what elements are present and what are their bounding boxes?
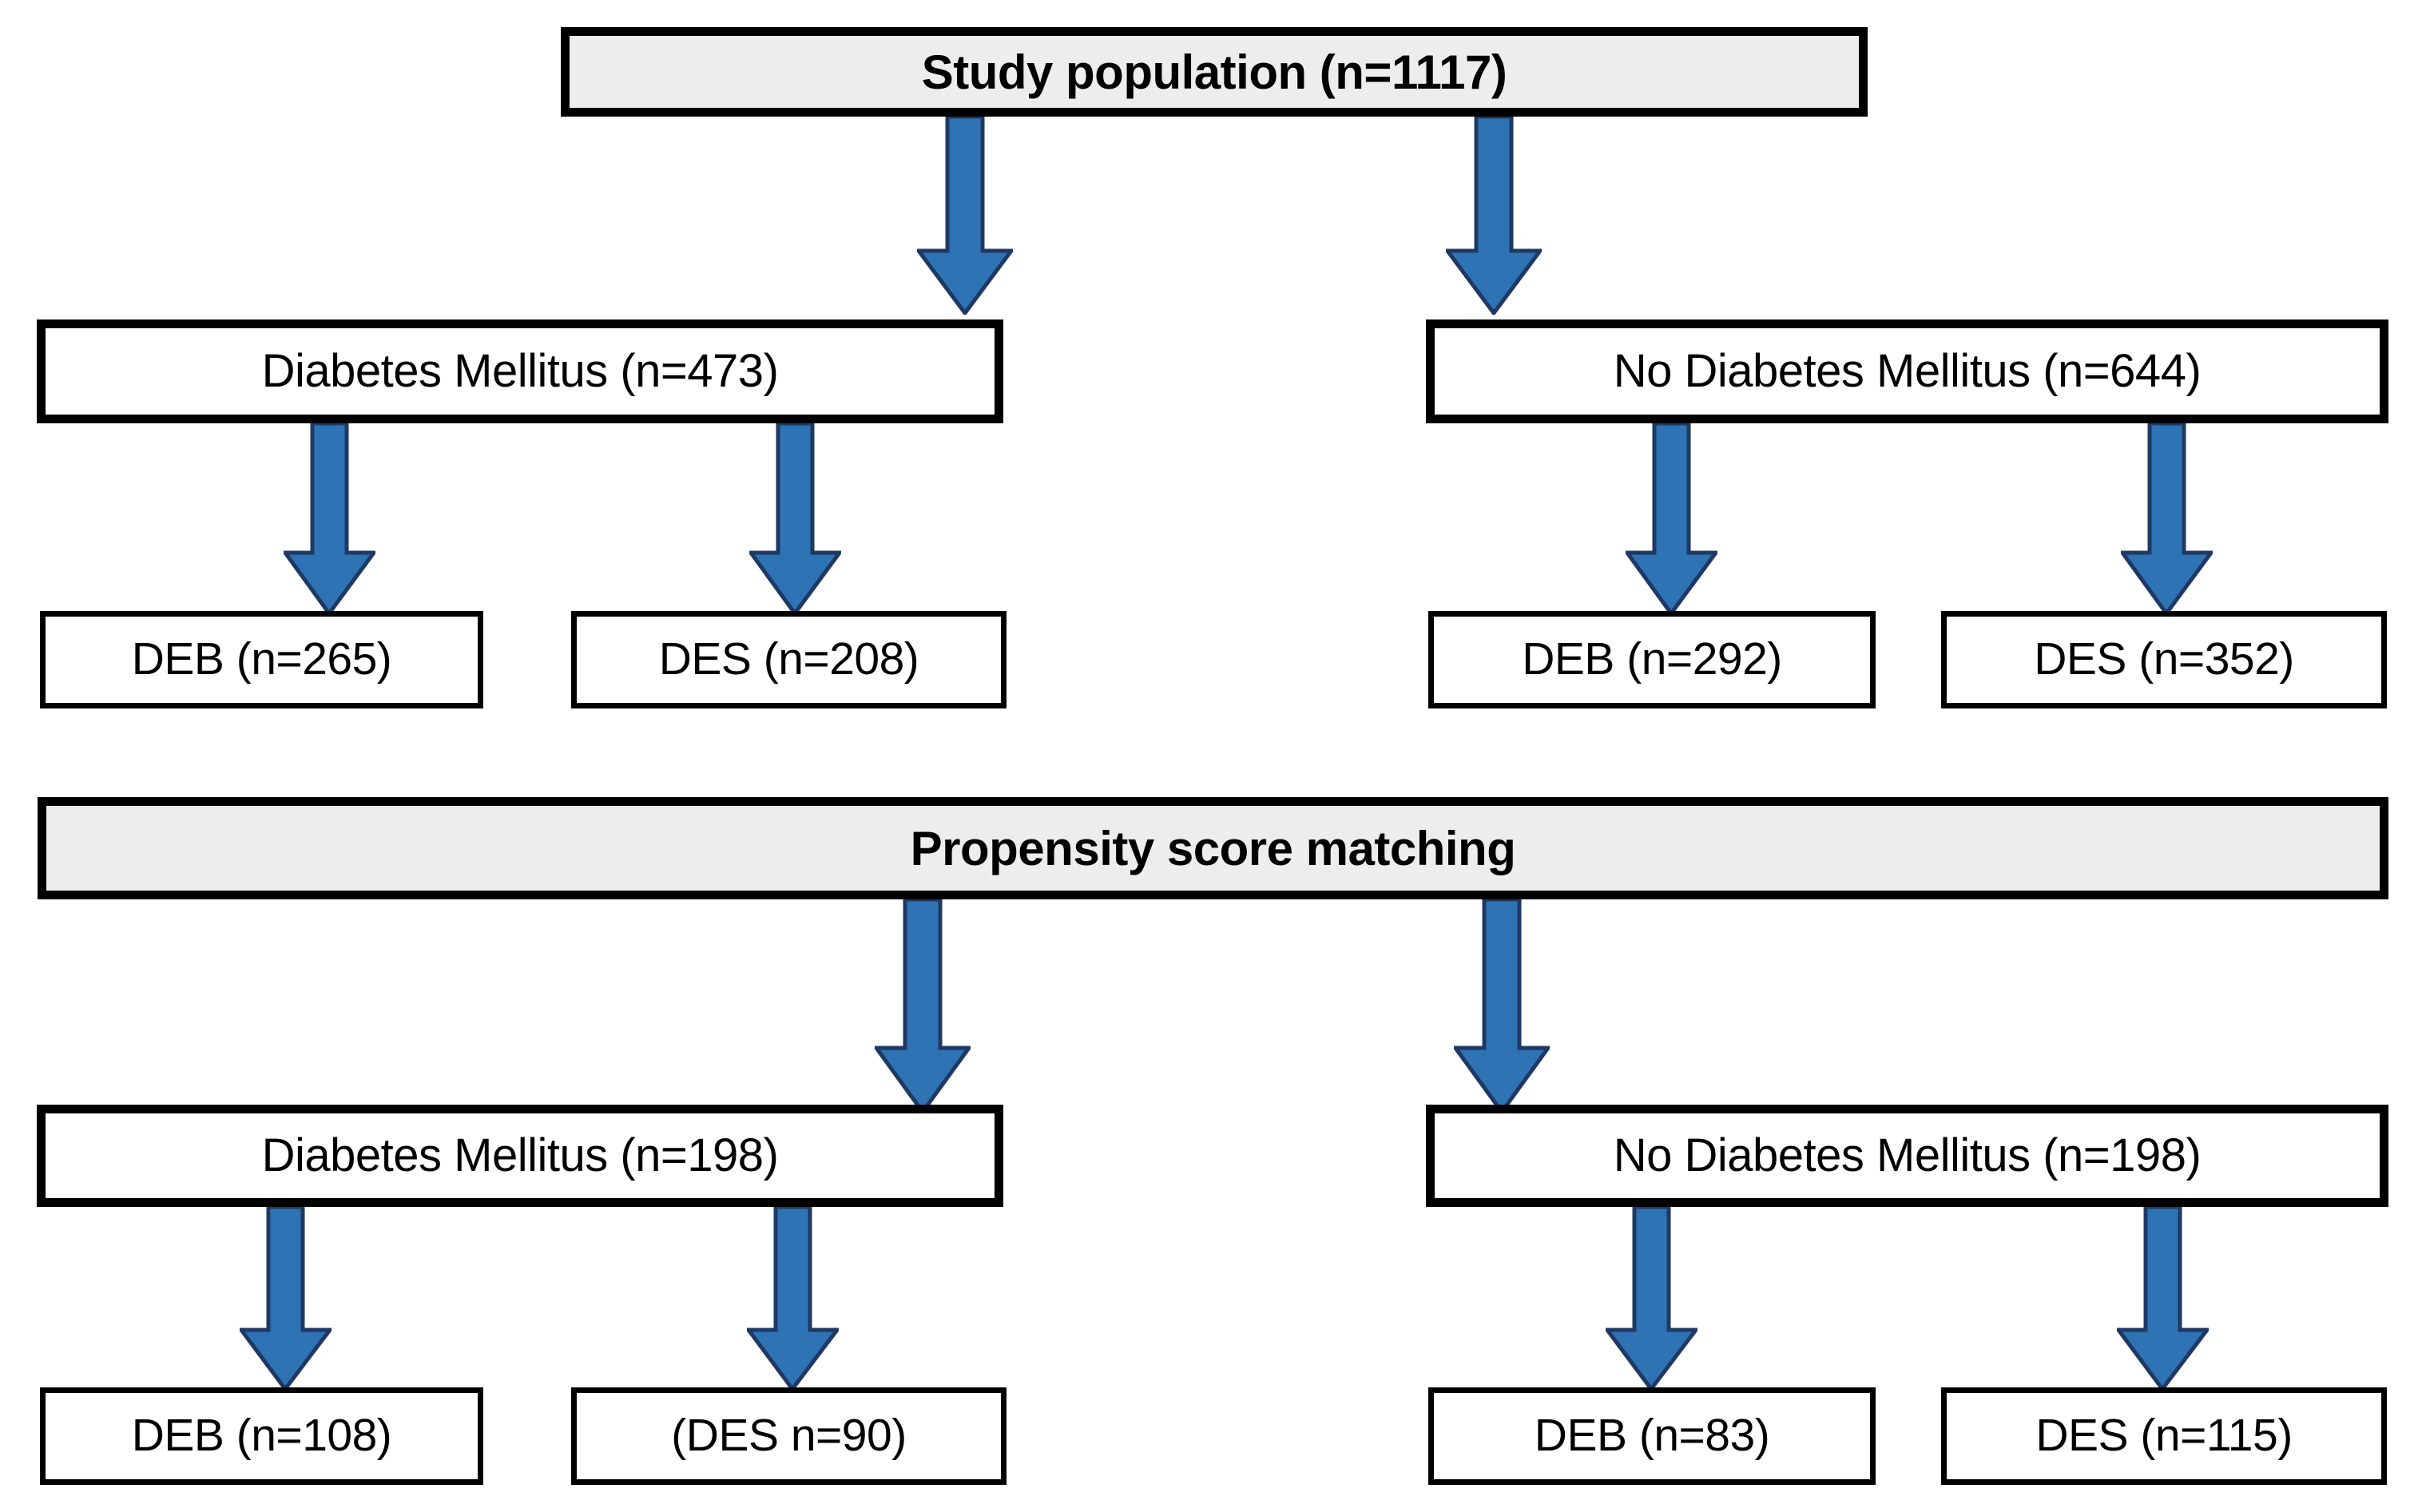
node-propensity-score-matching-label: Propensity score matching [910,821,1516,875]
node-des-208: DES (n=208) [571,611,1007,708]
node-no-diabetes-mellitus-matched-label: No Diabetes Mellitus (n=198) [1613,1129,2202,1181]
node-no-diabetes-mellitus-matched: No Diabetes Mellitus (n=198) [1426,1105,2388,1207]
node-des-352: DES (n=352) [1941,611,2387,708]
node-deb-108-label: DEB (n=108) [131,1410,392,1462]
node-des-90: (DES n=90) [571,1387,1007,1485]
node-des-115: DES (n=115) [1941,1387,2387,1485]
node-propensity-score-matching: Propensity score matching [38,797,2388,899]
node-des-115-label: DES (n=115) [2035,1410,2293,1462]
node-deb-265-label: DEB (n=265) [131,633,392,685]
node-diabetes-mellitus-matched-label: Diabetes Mellitus (n=198) [261,1129,779,1181]
node-no-diabetes-mellitus-unmatched-label: No Diabetes Mellitus (n=644) [1613,344,2202,397]
arrow-no-dm-to-deb-unmatched [1626,423,1717,615]
arrow-dm-to-des-unmatched [749,423,841,615]
arrow-no-dm-matched-to-des [2117,1207,2209,1391]
node-study-population: Study population (n=1117) [561,27,1868,117]
arrow-no-dm-to-des-unmatched [2121,423,2213,615]
arrow-study-population-to-dm [917,117,1013,315]
node-des-352-label: DES (n=352) [2034,633,2294,685]
node-study-population-label: Study population (n=1117) [921,45,1507,99]
node-deb-83: DEB (n=83) [1428,1387,1876,1485]
arrow-no-dm-matched-to-deb [1606,1207,1697,1391]
node-des-208-label: DES (n=208) [658,633,919,685]
arrow-dm-to-deb-unmatched [284,423,375,615]
node-des-90-label: (DES n=90) [671,1410,907,1462]
node-deb-292: DEB (n=292) [1428,611,1876,708]
arrow-study-population-to-no-dm [1446,117,1542,315]
node-deb-108: DEB (n=108) [40,1387,483,1485]
node-deb-292-label: DEB (n=292) [1522,633,1782,685]
arrow-psm-to-no-dm-matched [1454,899,1550,1113]
arrow-dm-matched-to-deb [240,1207,332,1391]
node-diabetes-mellitus-unmatched-label: Diabetes Mellitus (n=473) [261,344,779,397]
arrow-dm-matched-to-des [747,1207,839,1391]
node-diabetes-mellitus-matched: Diabetes Mellitus (n=198) [37,1105,1003,1207]
arrow-psm-to-dm-matched [875,899,971,1113]
node-no-diabetes-mellitus-unmatched: No Diabetes Mellitus (n=644) [1426,319,2388,423]
node-diabetes-mellitus-unmatched: Diabetes Mellitus (n=473) [37,319,1003,423]
node-deb-83-label: DEB (n=83) [1534,1410,1770,1462]
node-deb-265: DEB (n=265) [40,611,483,708]
